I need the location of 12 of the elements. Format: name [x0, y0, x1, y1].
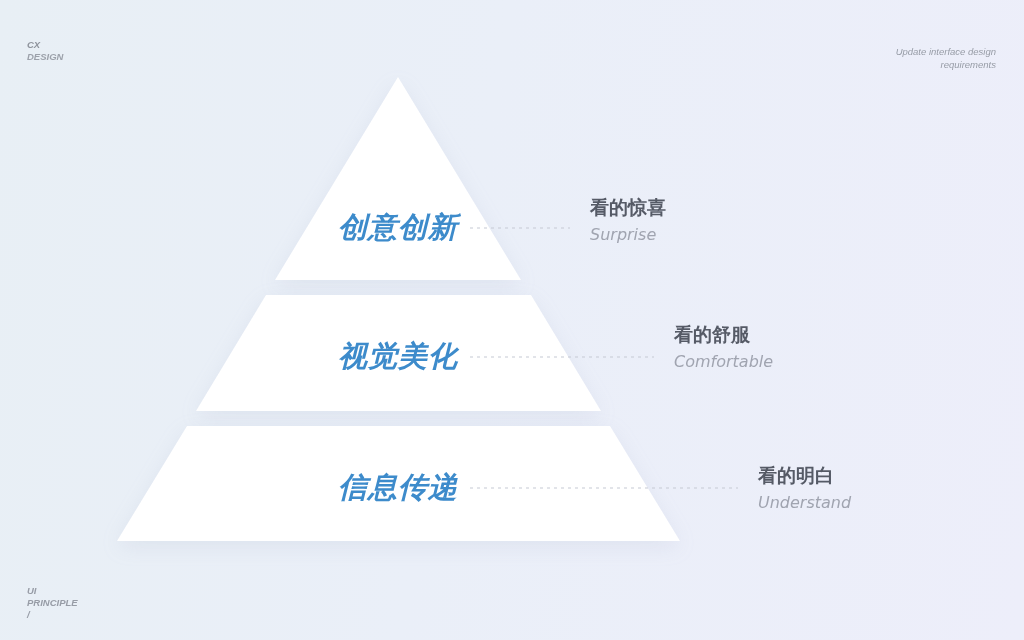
tier-label: 视觉美化: [338, 341, 458, 373]
corner-label: UI PRINCIPLE /: [27, 585, 78, 621]
caption-heading: 看的惊喜: [590, 195, 666, 219]
caption-subtitle: Understand: [758, 492, 852, 514]
caption-heading: 看的舒服: [674, 322, 750, 346]
caption-subtitle: Surprise: [590, 224, 657, 246]
corner-label: CX: [27, 39, 41, 51]
corner-label: Update interface design requirements: [894, 45, 996, 71]
caption-subtitle: Comfortable: [674, 351, 774, 373]
tier-label: 信息传递: [338, 472, 458, 504]
corner-label: DESIGN: [27, 51, 64, 63]
caption-heading: 看的明白: [758, 463, 834, 487]
